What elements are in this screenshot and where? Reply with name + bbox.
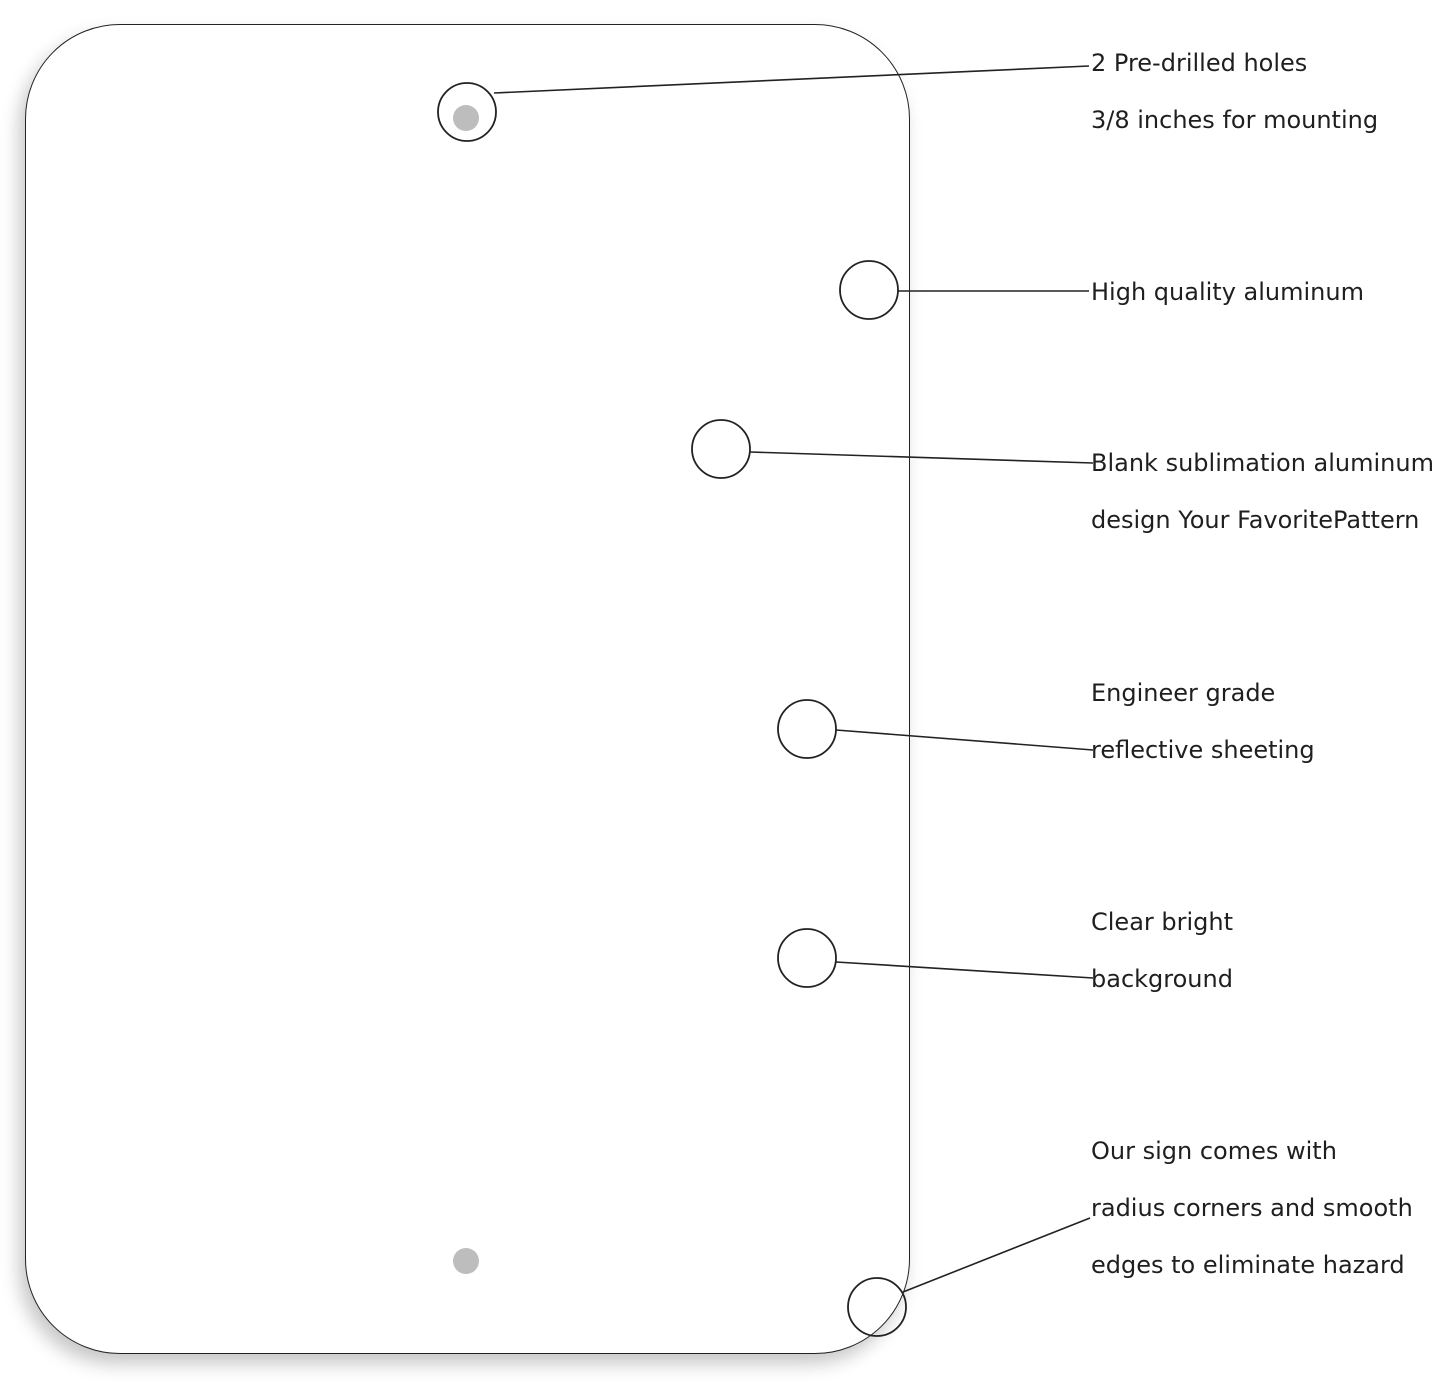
callout-mounting-holes: 2 Pre-drilled holes 3/8 inches for mount… <box>1091 35 1378 149</box>
marker-corners <box>847 1277 907 1337</box>
leader-line-background <box>835 961 1094 979</box>
callout-line: Engineer grade <box>1091 679 1276 707</box>
callout-line: radius corners and smooth <box>1091 1194 1413 1222</box>
callout-line: reflective sheeting <box>1091 736 1315 764</box>
callout-line: background <box>1091 965 1233 993</box>
leader-line-mounting-holes <box>493 65 1090 94</box>
callout-line: Blank sublimation aluminum <box>1091 449 1434 477</box>
callout-line: High quality aluminum <box>1091 278 1364 306</box>
leader-line-reflective <box>835 729 1094 751</box>
callout-line: Clear bright <box>1091 908 1234 936</box>
callout-line: 2 Pre-drilled holes <box>1091 49 1308 77</box>
callout-line: edges to eliminate hazard <box>1091 1251 1405 1279</box>
marker-aluminum <box>839 260 899 320</box>
callout-line: 3/8 inches for mounting <box>1091 106 1379 134</box>
marker-background <box>777 928 837 988</box>
leader-line-sublimation <box>749 451 1094 464</box>
marker-mounting-holes <box>437 82 497 142</box>
marker-sublimation <box>691 419 751 479</box>
callout-line: Our sign comes with <box>1091 1137 1337 1165</box>
callout-background: Clear bright background <box>1091 894 1233 1008</box>
callout-aluminum: High quality aluminum <box>1091 264 1364 321</box>
blank-aluminum-sign <box>25 24 910 1354</box>
marker-reflective <box>777 699 837 759</box>
callout-reflective: Engineer grade reflective sheeting <box>1091 665 1315 779</box>
leader-line-corners <box>902 1217 1091 1293</box>
callout-line: design Your FavoritePattern <box>1091 506 1420 534</box>
top-mounting-hole <box>453 105 479 131</box>
callout-corners: Our sign comes with radius corners and s… <box>1091 1123 1413 1294</box>
callout-sublimation: Blank sublimation aluminum design Your F… <box>1091 435 1434 549</box>
bottom-mounting-hole <box>453 1248 479 1274</box>
